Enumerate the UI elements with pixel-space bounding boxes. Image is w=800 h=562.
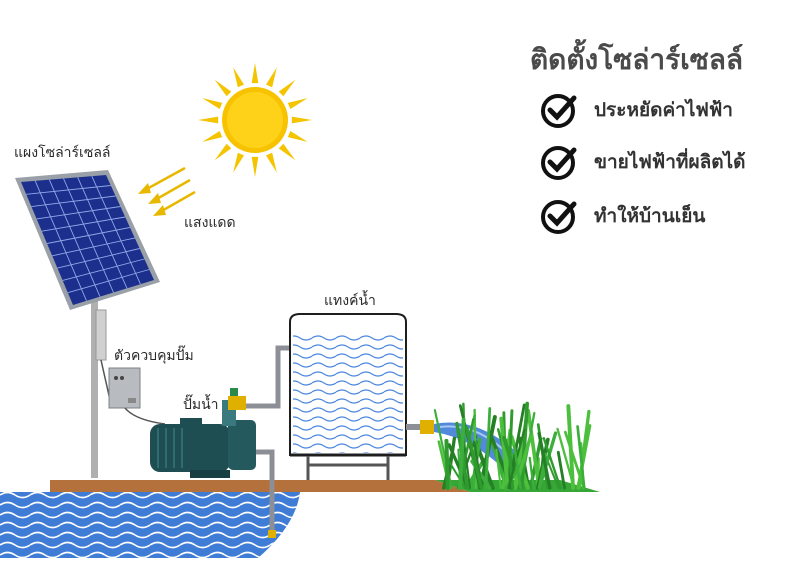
water-pond [0, 492, 300, 558]
check-circle-icon [540, 196, 580, 236]
sun-ray [215, 80, 232, 97]
sun-ray [252, 63, 259, 83]
sun-ray [198, 117, 218, 124]
sun-ray [202, 98, 222, 109]
check-circle-icon [540, 142, 580, 182]
pump-label: ปั๊มน้ำ [183, 394, 219, 416]
benefit-text: ทำให้บ้านเย็น [594, 201, 705, 231]
water-tank [290, 314, 434, 480]
pump-controller [109, 368, 165, 424]
benefit-item: ทำให้บ้านเย็น [540, 196, 705, 236]
benefit-text: ประหยัดค่าไฟฟ้า [594, 95, 733, 125]
benefit-item: ประหยัดค่าไฟฟ้า [540, 90, 733, 130]
sunlight-label: แสงแดด [184, 212, 236, 234]
sun-ray [279, 144, 296, 161]
check-circle-icon [540, 90, 580, 130]
grass [435, 404, 590, 488]
solar-panel [15, 170, 160, 310]
benefits-title: ติดตั้งโซล่าร์เซลล์ [530, 38, 743, 82]
tank-label: แทงค์น้ำ [324, 290, 376, 312]
sun-ray [288, 131, 308, 142]
grass-blade [568, 406, 573, 488]
panel-pole [91, 300, 110, 478]
foot-valve [268, 530, 276, 538]
benefit-text: ขายไฟฟ้าที่ผลิตได้ [594, 147, 745, 177]
sun-ray [288, 98, 308, 109]
sun-ray [266, 67, 277, 87]
sun-ray [252, 157, 259, 177]
sun-ray [266, 153, 277, 173]
sun-ray [292, 117, 312, 124]
sun-ray [233, 67, 244, 87]
solar-panel-label: แผงโซล่าร์เซลล์ [14, 142, 111, 164]
sun-ray [202, 131, 222, 142]
sun-icon [198, 63, 312, 177]
sun-ray [233, 153, 244, 173]
sun-ray [279, 80, 296, 97]
sunlight-arrows [138, 168, 195, 216]
grass-blade [446, 441, 447, 488]
sun-ray [215, 144, 232, 161]
benefit-item: ขายไฟฟ้าที่ผลิตได้ [540, 142, 745, 182]
controller-label: ตัวควบคุมปั๊ม [114, 345, 194, 367]
